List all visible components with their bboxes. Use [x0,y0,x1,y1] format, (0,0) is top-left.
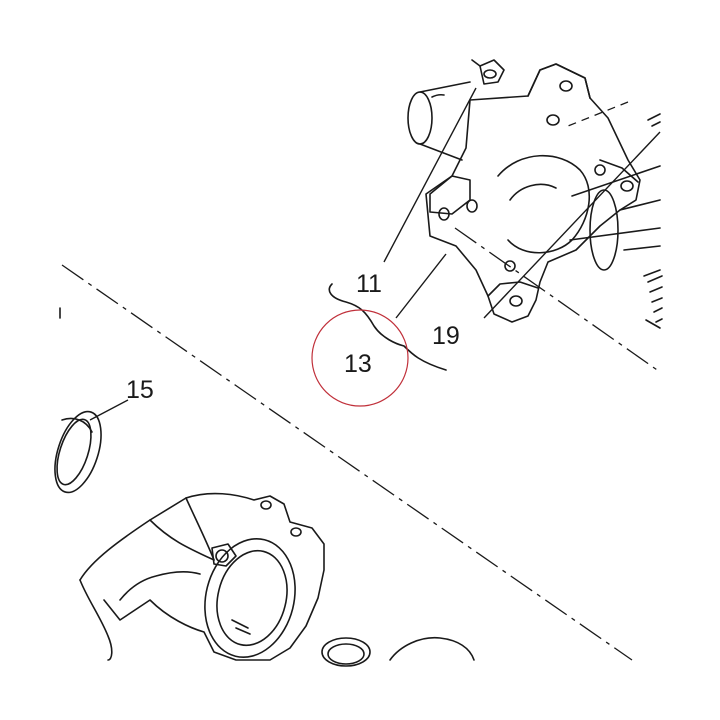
dashed-leader [567,101,629,127]
hub-flange-assembly [407,59,663,329]
housing-bore-inner [216,549,288,647]
bearing-housing [54,307,475,667]
inner-bore [497,154,591,254]
flange-ear-left [429,175,471,215]
label-11: 11 [356,270,382,298]
bolt-hole [559,80,573,92]
label-15: 15 [126,376,154,404]
leader-15 [89,399,129,421]
bolt-hole [509,295,523,307]
lug-hole [290,527,302,537]
lug-hole [215,549,229,563]
axis-centerline [61,264,633,661]
cover-part [389,636,475,661]
shaft-stub-body [419,81,471,161]
label-19: 19 [432,322,460,350]
bolt-hole [504,260,516,272]
lug-hole [260,500,272,510]
bolt-hole [438,207,450,221]
leader-13-a [395,253,447,319]
brace-13 [328,283,447,371]
flange-ear-bottom [487,281,539,297]
leader-11 [383,87,477,263]
bolt-hole [620,180,634,192]
leader-19 [483,131,661,319]
housing-bore-outer [204,538,296,658]
bolt-hole [594,164,606,176]
main-shaft [569,165,661,241]
bolt-hole [466,199,478,213]
flange-ear-right [599,159,639,183]
flange-ear-top [527,63,591,99]
housing-body [79,492,325,661]
bolt-hole [546,114,560,126]
highlight-circle [311,309,409,407]
shaft-collar [589,189,619,271]
grease-nipple [479,59,505,85]
shaft-stub-end [407,91,433,145]
shaft-splines [647,275,663,323]
seal-ring-15 [54,410,102,494]
label-13: 13 [344,350,372,378]
small-pin [647,113,661,127]
gasket-ring [321,637,371,667]
